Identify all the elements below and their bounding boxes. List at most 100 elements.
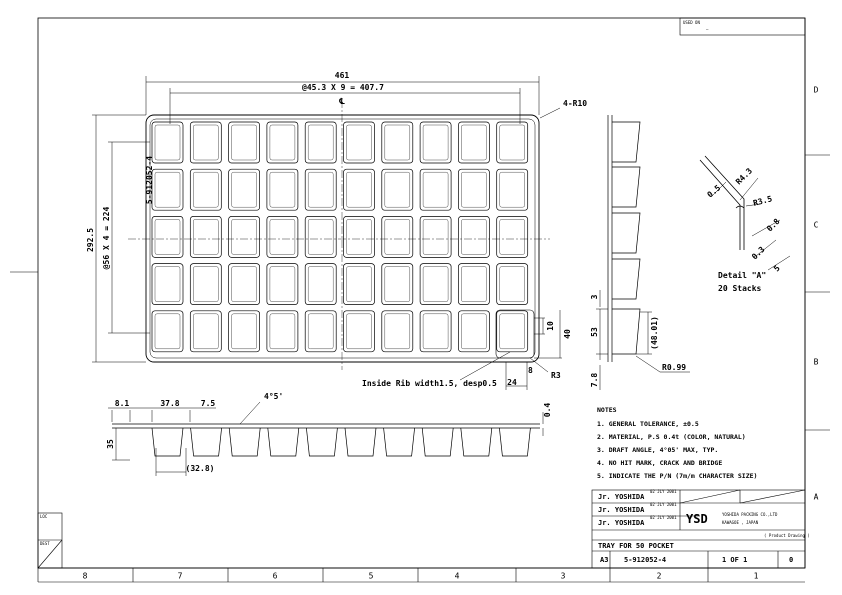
pocket [343, 263, 375, 305]
pocket-floor [154, 313, 181, 349]
dim-detail-5: 5 [772, 264, 782, 274]
pocket-floor [346, 172, 372, 208]
zone-col-6: 6 [273, 572, 278, 581]
zone-row-b: B [814, 358, 819, 367]
pocket [189, 121, 222, 164]
pocket [458, 310, 490, 353]
pocket-floor [193, 172, 219, 208]
front-pocket [228, 427, 261, 457]
centerline-symbol: ℄ [338, 97, 345, 106]
tb-drawn-date: 02 JLY 2001 [650, 489, 677, 494]
loc-dest-box [37, 512, 63, 569]
pocket [189, 168, 222, 211]
pocket [496, 121, 529, 164]
front-view [108, 401, 544, 476]
pocket-detail-outline [495, 309, 535, 359]
tb-sheet: 1 OF 1 [722, 556, 747, 564]
pocket [419, 216, 452, 258]
tb-title: TRAY FOR 50 POCKET [598, 542, 674, 550]
tb-company: YOSHIDA PACKING CO.,LTD [722, 512, 778, 517]
dim-pocket-24: 24 [507, 378, 517, 387]
front-pocket [190, 427, 222, 457]
dim-side-r099: R0.99 [662, 363, 686, 372]
dim-corner-radius: 4-R10 [563, 99, 587, 108]
dim-pocket-40: 40 [563, 329, 572, 339]
pocket [228, 121, 260, 164]
note-1: 1. GENERAL TOLERANCE, ±0.5 [597, 420, 699, 428]
pocket [266, 216, 299, 258]
zone-row-a: A [814, 493, 819, 502]
dim-pitch-y: @56 X 4 = 224 [102, 207, 111, 270]
pocket-floor [461, 172, 487, 208]
tray-flange [149, 118, 536, 359]
pocket-floor [346, 266, 372, 302]
dim-side-48: (48.01) [650, 316, 659, 350]
tb-checked-by: Jr. YOSHIDA [598, 506, 645, 514]
pocket [228, 310, 260, 353]
pocket [304, 310, 337, 353]
detail-a [699, 155, 791, 271]
pocket [304, 216, 337, 258]
pocket [151, 216, 184, 258]
dim-front-angle: 4°5' [264, 392, 283, 401]
pocket-floor [154, 172, 181, 208]
pocket-floor [422, 313, 449, 349]
outer-border [37, 17, 806, 569]
pocket-floor [154, 219, 181, 255]
revision-value: — [706, 27, 709, 32]
pocket-floor [154, 124, 181, 161]
pocket-floor [384, 266, 410, 302]
front-pocket [306, 427, 338, 457]
pocket [343, 168, 375, 211]
pocket-floor [308, 266, 334, 302]
pocket [151, 168, 184, 211]
pocket-floor [461, 266, 487, 302]
pocket [189, 216, 222, 258]
pocket-floor [499, 313, 525, 349]
dim-detail-03: 0.3 [750, 245, 767, 262]
dim-pocket-8: 8 [528, 366, 533, 375]
pocket-grid [151, 121, 529, 353]
dim-front-04: 0.4 [543, 403, 552, 418]
dim-detail-r43: R4.3 [734, 166, 754, 186]
pocket-floor [499, 124, 525, 161]
dim-side-78: 7.8 [590, 373, 599, 388]
pocket [189, 263, 222, 305]
dim-front-75: 7.5 [201, 399, 216, 408]
pocket [343, 121, 375, 164]
pocket-floor [308, 124, 334, 161]
loc-label: LOC [40, 514, 48, 519]
zone-col-2: 2 [657, 572, 662, 581]
dim-front-328: (32.8) [186, 464, 215, 473]
tb-rev: 0 [789, 556, 793, 564]
revision-box [679, 17, 806, 36]
pocket [304, 168, 337, 211]
pocket-floor [269, 124, 296, 161]
pocket [419, 168, 452, 211]
top-view [128, 100, 550, 370]
pocket [458, 263, 490, 305]
pocket-floor [269, 313, 296, 349]
pocket-floor [422, 172, 449, 208]
front-pocket [460, 427, 493, 457]
pocket-floor [231, 124, 257, 161]
pocket-floor [154, 266, 181, 302]
front-pocket [151, 427, 184, 457]
pocket [304, 121, 337, 164]
pocket [266, 310, 299, 353]
pocket [343, 216, 375, 258]
dim-overall-width: 461 [335, 71, 350, 80]
front-pocket [383, 427, 415, 457]
pocket [458, 216, 490, 258]
row-zone-ticks [10, 154, 830, 431]
pocket-floor [422, 266, 449, 302]
pocket [419, 263, 452, 305]
tb-checked-date: 02 JLY 2001 [650, 502, 677, 507]
pocket-floor [499, 266, 525, 302]
zone-col-1: 1 [754, 572, 759, 581]
pocket [381, 263, 414, 305]
tray-outline [145, 114, 540, 363]
pocket-floor [461, 313, 487, 349]
pocket-floor [269, 219, 296, 255]
